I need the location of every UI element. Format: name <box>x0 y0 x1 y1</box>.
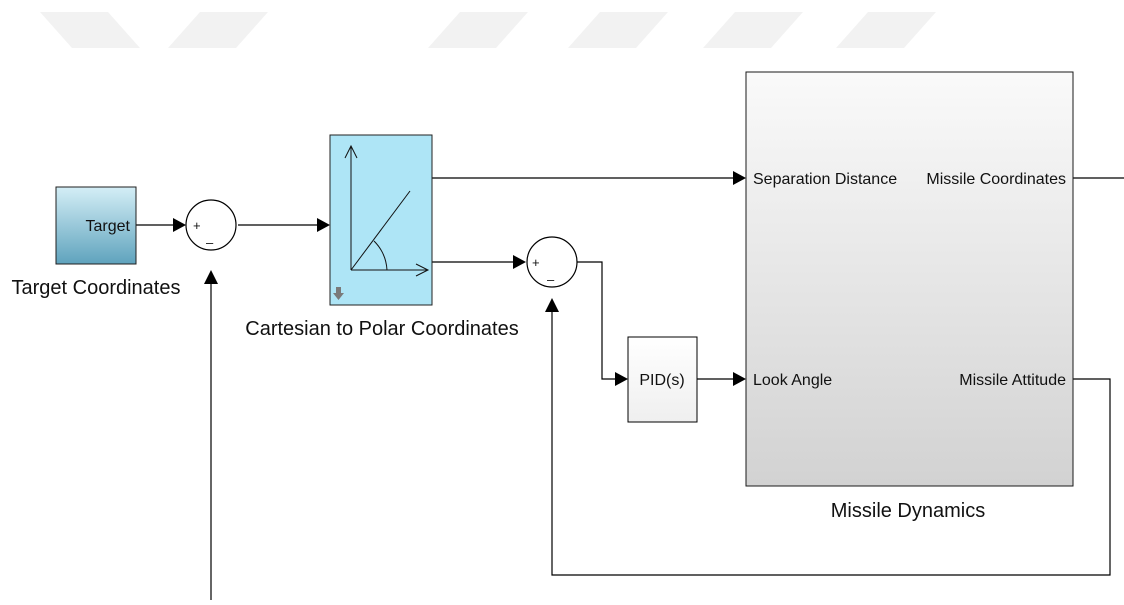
arrowhead-pid-input <box>615 372 628 386</box>
target-block-label: Target <box>86 218 131 235</box>
arrowhead-separation-distance <box>733 171 746 185</box>
watermark-banner <box>40 12 936 48</box>
port-look-angle: Look Angle <box>753 372 832 389</box>
arrowhead-cart2pol-input <box>317 218 330 232</box>
pid-controller-block[interactable]: PID(s) <box>627 336 698 423</box>
cartesian-to-polar-block[interactable] <box>329 134 433 306</box>
sum2-plus-sign: + <box>532 255 540 270</box>
polar-graph-icon <box>344 144 430 277</box>
arrowhead-sum2-feedback <box>545 298 559 312</box>
arrowhead-sum2-input <box>513 255 526 269</box>
down-arrow-icon <box>333 287 344 300</box>
pid-block-label: PID(s) <box>639 372 684 389</box>
cartesian-to-polar-caption: Cartesian to Polar Coordinates <box>245 318 518 340</box>
arrowhead-sum1-input <box>173 218 186 232</box>
sum2-minus-sign: – <box>547 272 555 287</box>
sum-block-1[interactable]: + – <box>185 199 237 251</box>
port-missile-coordinates: Missile Coordinates <box>926 171 1066 188</box>
signal-attitude-feedback[interactable] <box>551 308 1111 576</box>
missile-dynamics-caption: Missile Dynamics <box>831 500 985 522</box>
target-block[interactable]: Target <box>55 186 137 265</box>
target-coordinates-caption: Target Coordinates <box>12 277 181 299</box>
signal-sum2-to-pid[interactable] <box>576 261 618 380</box>
missile-dynamics-block[interactable]: Separation Distance Look Angle Missile C… <box>745 71 1074 487</box>
sum1-minus-sign: – <box>206 235 214 250</box>
sum-block-2[interactable]: + – <box>526 236 578 288</box>
port-missile-attitude: Missile Attitude <box>959 372 1066 389</box>
sum1-plus-sign: + <box>193 218 201 233</box>
port-separation-distance: Separation Distance <box>753 171 897 188</box>
arrowhead-sum1-feedback <box>204 270 218 284</box>
arrowhead-look-angle <box>733 372 746 386</box>
